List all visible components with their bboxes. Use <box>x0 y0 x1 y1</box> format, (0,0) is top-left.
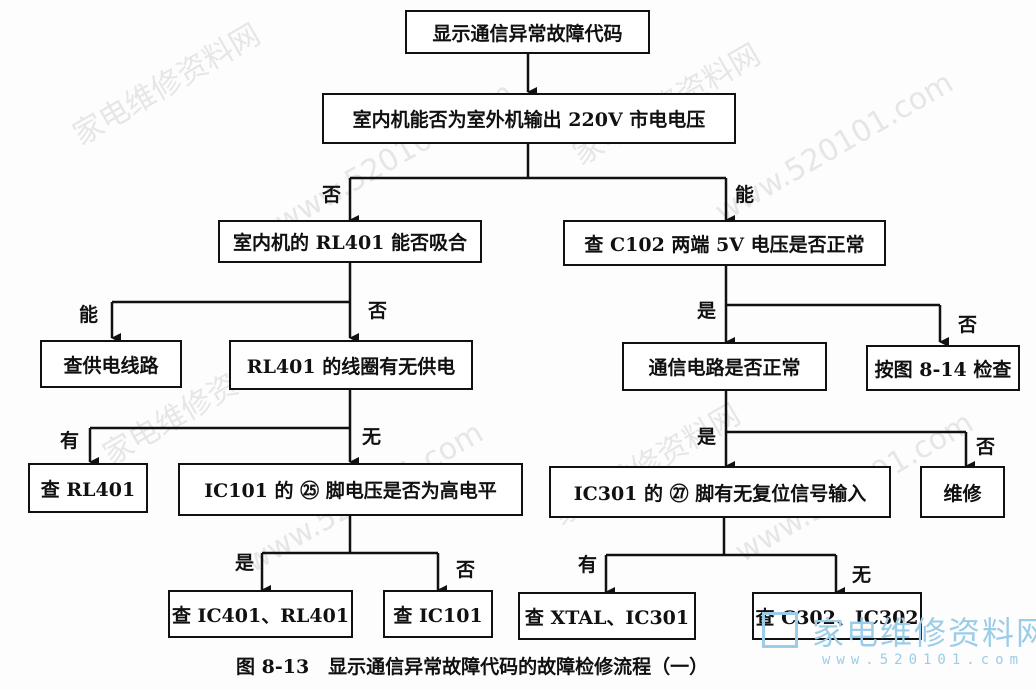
node-ic301-pin: IC301 的 ㉗ 脚有无复位信号输入 <box>549 466 891 518</box>
figure-caption: 图 8-13 显示通信异常故障代码的故障检修流程（一） <box>236 656 709 678</box>
node-comm-circuit: 通信电路是否正常 <box>622 342 827 391</box>
branch-label: 有 <box>578 554 598 576</box>
branch-label: 是 <box>235 552 255 574</box>
node-check-ic101: 查 IC101 <box>383 590 493 638</box>
branch-label: 能 <box>79 304 99 326</box>
node-q2-right: 查 C102 两端 5V 电压是否正常 <box>563 220 886 266</box>
node-repair: 维修 <box>920 466 1005 518</box>
logo-text: 家电维修资料网 <box>812 614 1036 652</box>
branch-label: 否 <box>368 300 388 322</box>
branch-label: 能 <box>735 184 755 206</box>
node-q1: 室内机能否为室外机输出 220V 市电电压 <box>322 93 736 144</box>
branch-label: 否 <box>958 314 978 336</box>
branch-label: 无 <box>362 426 382 448</box>
logo-mark-icon <box>762 612 798 648</box>
node-check-c302-ic302: 查 C302、IC302 <box>752 592 922 640</box>
branch-label: 无 <box>852 564 872 586</box>
node-check-fig: 按图 8-14 检查 <box>866 345 1020 391</box>
node-check-rl401: 查 RL401 <box>28 463 148 513</box>
node-q2-left: 室内机的 RL401 能否吸合 <box>218 220 482 263</box>
logo-url: www.520101.com <box>822 652 1025 668</box>
node-check-supply: 查供电线路 <box>40 340 182 388</box>
branch-label: 是 <box>697 426 717 448</box>
node-start: 显示通信异常故障代码 <box>405 10 650 54</box>
node-rl401-coil: RL401 的线圈有无供电 <box>229 340 473 390</box>
branch-label: 是 <box>697 300 717 322</box>
branch-label: 否 <box>322 184 342 206</box>
node-ic101-pin: IC101 的 ㉕ 脚电压是否为高电平 <box>178 463 523 516</box>
branch-label: 否 <box>976 436 996 458</box>
node-check-ic401-rl401: 查 IC401、RL401 <box>168 590 353 638</box>
branch-label: 有 <box>60 430 80 452</box>
node-check-xtal-ic301: 查 XTAL、IC301 <box>518 592 696 640</box>
branch-label: 否 <box>456 559 476 581</box>
